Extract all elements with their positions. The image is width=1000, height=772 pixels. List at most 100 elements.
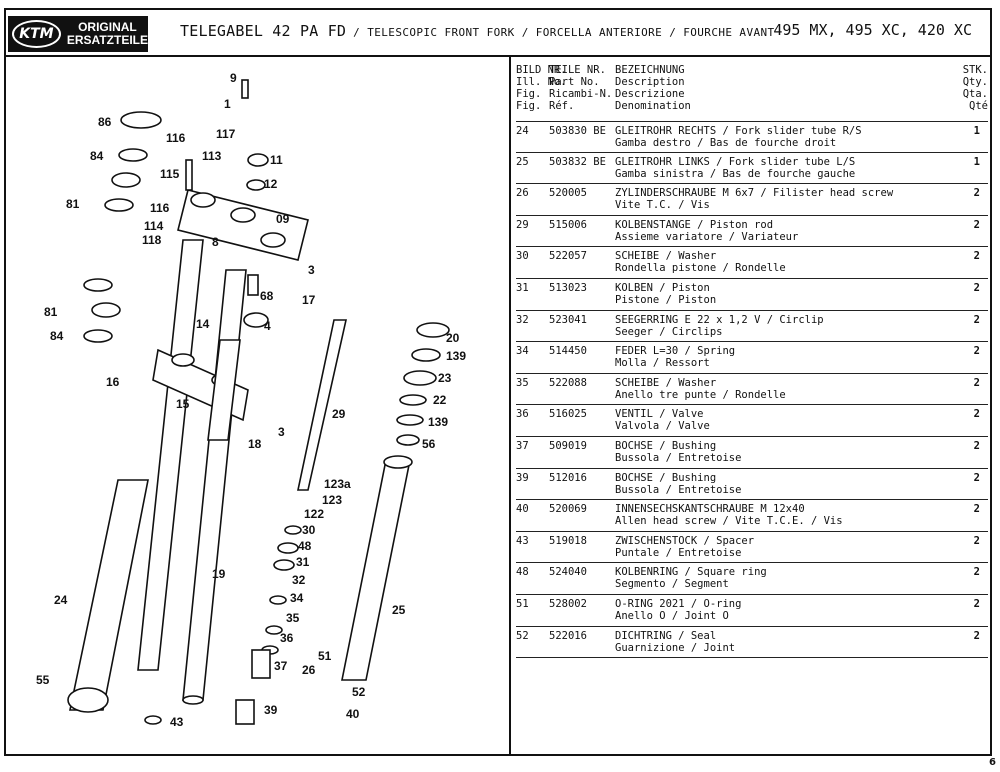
callout-139b: 139	[428, 415, 448, 429]
callout-20: 20	[446, 331, 460, 345]
callout-22: 22	[433, 393, 447, 407]
part-number-cell: 512016	[549, 471, 587, 484]
callout-68: 68	[260, 289, 274, 303]
part-number-cell: 513023	[549, 281, 587, 294]
callout-39: 39	[264, 703, 278, 717]
callout-23: 23	[438, 371, 452, 385]
callout-34: 34	[290, 591, 304, 605]
callout-3-mid: 3	[278, 425, 285, 439]
page-frame	[4, 8, 992, 756]
header-fig: BILD NR. Ill. No. Fig. Fig.	[516, 64, 567, 112]
description-line2: Pistone / Piston	[615, 293, 717, 306]
fig-cell: 30	[516, 250, 529, 263]
header-part-no: TEILE NR. Part No. Ricambi-N. Réf.	[549, 64, 613, 112]
fig-cell: 51	[516, 597, 529, 610]
description-line1: GLEITROHR LINKS / Fork slider tube L/S	[615, 155, 856, 168]
callout-37: 37	[274, 659, 288, 673]
description-line2: Anello tre punte / Rondelle	[615, 388, 786, 401]
part-number-cell: 514450	[549, 345, 587, 358]
fig-cell: 24	[516, 125, 529, 137]
callout-25: 25	[392, 603, 406, 617]
qty-cell: 2	[973, 313, 980, 326]
callout-09: 09	[276, 212, 290, 226]
description-line2: Rondella pistone / Rondelle	[615, 262, 786, 275]
model-list: 495 MX, 495 XC, 420 XC	[773, 21, 972, 39]
callout-16: 16	[106, 375, 120, 389]
callout-114: 114	[144, 219, 164, 233]
callout-19: 19	[212, 567, 226, 581]
callout-117: 117	[216, 127, 236, 141]
exploded-fork-diagram: 9 1 86 116 117 84 113 11 12 115 81 116 1…	[36, 71, 466, 729]
callout-31: 31	[296, 555, 310, 569]
callout-labels: 9 1 86 116 117 84 113 11 12 115 81 116 1…	[36, 71, 466, 729]
fig-cell: 37	[516, 439, 529, 452]
fig-cell: 40	[516, 503, 529, 516]
callout-51: 51	[318, 649, 332, 663]
table-row: 26 520005 ZYLINDERSCHRAUBE M 6x7 / Filiste…	[516, 184, 988, 216]
callout-17: 17	[302, 293, 316, 307]
description-line1: SCHEIBE / Washer	[615, 250, 717, 263]
part-number-cell: 516025	[549, 408, 587, 421]
description-line2: Segmento / Segment	[615, 578, 729, 591]
part-number-cell: 522057	[549, 250, 587, 263]
ktm-logo: KTM ORIGINAL ERSATZTEILE	[8, 16, 148, 52]
callout-3-top: 3	[308, 263, 315, 277]
callout-113: 113	[202, 149, 222, 163]
header-qty: STK. Qty. Qta. Qté	[962, 64, 988, 112]
callout-81-low: 81	[44, 305, 58, 319]
callout-139: 139	[446, 349, 466, 363]
callout-81-top: 81	[66, 197, 80, 211]
part-number-cell: 515006	[549, 218, 587, 231]
description-line1: BOCHSE / Bushing	[615, 471, 717, 484]
qty-cell: 1	[973, 155, 980, 168]
qty-cell: 2	[973, 471, 980, 484]
description-line2: Allen head screw / Vite T.C.E. / Vis	[615, 515, 843, 528]
part-number-cell: 524040	[549, 566, 587, 579]
fig-cell: 26	[516, 187, 529, 200]
title-main: TELEGABEL 42 PA FD	[180, 22, 347, 40]
callout-24: 24	[54, 593, 68, 607]
callout-52: 52	[352, 685, 366, 699]
callout-115: 115	[160, 167, 180, 181]
callout-56: 56	[422, 437, 436, 451]
callout-26: 26	[302, 663, 316, 677]
description-line2: Puntale / Entretoise	[615, 546, 742, 559]
part-number-cell: 520005	[549, 187, 587, 200]
description-line2: Bussola / Entretoise	[615, 451, 742, 464]
fig-cell: 48	[516, 566, 529, 579]
description-line1: KOLBENRING / Square ring	[615, 566, 767, 579]
callout-15: 15	[176, 397, 190, 411]
description-line1: ZWISCHENSTOCK / Spacer	[615, 534, 755, 547]
qty-cell: 2	[973, 408, 980, 421]
description-line2: Bussola / Entretoise	[615, 483, 742, 496]
callout-4: 4	[264, 319, 271, 333]
description-line1: GLEITROHR RECHTS / Fork slider tube R/S	[615, 125, 862, 137]
fig-cell: 32	[516, 313, 529, 326]
logo-line2: ERSATZTEILE	[66, 33, 148, 47]
part-number-cell: 509019	[549, 439, 587, 452]
description-line1: ZYLINDERSCHRAUBE M 6x7 / Filister head s…	[615, 187, 894, 200]
description-line2: Guarnizione / Joint	[615, 641, 736, 654]
part-number-cell: 522088	[549, 376, 587, 389]
fig-cell: 52	[516, 629, 529, 642]
callout-9: 9	[230, 71, 237, 85]
description-line2: Valvola / Valve	[615, 420, 710, 433]
